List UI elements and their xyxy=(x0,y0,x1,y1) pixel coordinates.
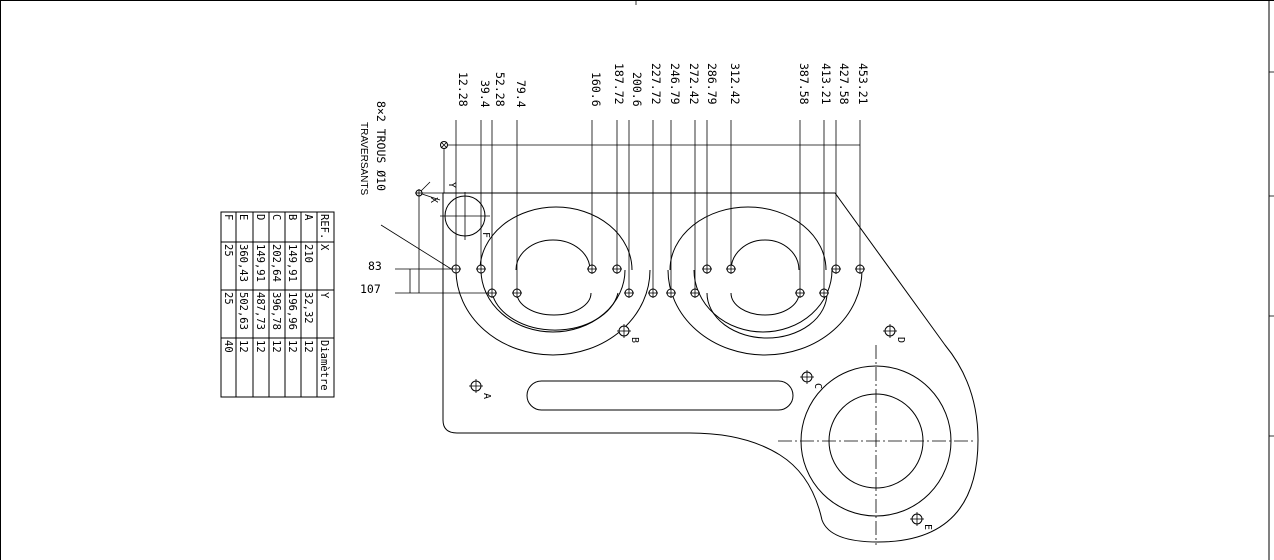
ref-label-b: B xyxy=(629,337,640,343)
table-cell: 12 xyxy=(270,340,282,353)
table-cell: 360,43 xyxy=(237,244,249,282)
dim-text: 387.58 xyxy=(797,63,811,105)
through-hole xyxy=(476,264,486,274)
through-hole xyxy=(795,288,805,298)
table-cell: 149,91 xyxy=(254,244,266,282)
slot-right-arc-outer xyxy=(669,206,827,271)
ref-hole-c: C xyxy=(800,370,823,389)
ref-label-d: D xyxy=(895,337,906,343)
table-cell: 12 xyxy=(237,340,249,353)
slot-left-inner xyxy=(480,269,626,333)
dim-text: 413.21 xyxy=(819,63,833,105)
dim-text: 187.72 xyxy=(612,63,626,105)
table-cell: 12 xyxy=(302,340,314,353)
dim-side-107: 107 xyxy=(360,282,381,296)
slot-left-inner-top xyxy=(515,239,591,271)
ref-hole-e: E xyxy=(910,512,933,530)
oblong-slot xyxy=(526,380,794,411)
through-hole xyxy=(819,288,829,298)
through-holes xyxy=(451,264,865,298)
ref-hole-d: D xyxy=(883,324,906,343)
ref-label-c: C xyxy=(812,383,823,389)
axis-label-x: X xyxy=(428,197,439,203)
dim-text: 286.79 xyxy=(705,63,719,105)
slot-right-inner3 xyxy=(730,292,800,316)
table-cell: 502,63 xyxy=(237,292,249,330)
top-dimensions: 12.28 39.4 52.28 79.4 160.6 187.72 200.6… xyxy=(456,63,870,108)
coordinate-table: REF. X Y Diamètre A 210 32,32 12 B 149,9… xyxy=(220,211,335,398)
table-cell: 32,32 xyxy=(302,292,314,324)
through-hole xyxy=(648,288,658,298)
axis-label-y: Y xyxy=(446,182,457,188)
table-cell: 396,78 xyxy=(270,292,282,330)
dim-text: 246.79 xyxy=(668,63,682,105)
through-hole xyxy=(702,264,712,274)
ref-hole-a: A xyxy=(469,379,492,399)
through-hole xyxy=(612,264,622,274)
note-line-2: TRAVERSANTS xyxy=(358,122,369,195)
slot-right-inner2 xyxy=(706,292,828,339)
dim-text: 12.28 xyxy=(456,72,470,107)
dimension-lines xyxy=(380,120,861,294)
table-cell: 12 xyxy=(254,340,266,353)
dim-text: 427.58 xyxy=(837,63,851,105)
ref-label-f: F xyxy=(480,232,491,238)
table-cell: 25 xyxy=(222,244,234,257)
table-cell: 12 xyxy=(286,340,298,353)
table-header: Y xyxy=(318,292,330,299)
dim-text: 272.42 xyxy=(687,63,701,105)
table-cell: 196,96 xyxy=(286,292,298,330)
ref-label-e: E xyxy=(922,524,933,530)
slot-left-inner2 xyxy=(491,292,619,331)
dim-text: 39.4 xyxy=(478,80,492,108)
through-hole xyxy=(624,288,634,298)
slot-left-inner3 xyxy=(516,292,592,316)
dim-text: 453.21 xyxy=(856,63,870,105)
through-hole xyxy=(831,264,841,274)
table-cell: 149,91 xyxy=(286,244,298,282)
through-hole xyxy=(487,288,497,298)
origin-marker-left xyxy=(415,189,423,197)
through-hole xyxy=(666,288,676,298)
through-hole xyxy=(587,264,597,274)
dim-text: 79.4 xyxy=(514,80,528,108)
through-hole xyxy=(726,264,736,274)
table-cell: 210 xyxy=(302,244,314,263)
table-cell: C xyxy=(270,214,282,220)
table-cell: 487,73 xyxy=(254,292,266,330)
table-cell: A xyxy=(302,214,314,221)
table-header: REF. xyxy=(318,214,330,239)
through-hole xyxy=(451,264,461,274)
table-cell: E xyxy=(237,214,249,220)
slot-right-inner-top xyxy=(730,239,800,271)
table-cell: 40 xyxy=(222,340,234,353)
slot-left-arc-outer xyxy=(479,206,633,271)
through-hole xyxy=(512,288,522,298)
origin-marker-top xyxy=(440,141,448,149)
through-hole xyxy=(855,264,865,274)
table-cell: D xyxy=(254,214,266,220)
dim-text: 312.42 xyxy=(728,63,742,105)
dim-text: 52.28 xyxy=(493,72,507,107)
note-line-1: 8×2 TROUS Ø10 xyxy=(374,101,388,191)
table-cell: F xyxy=(222,214,234,220)
slot-left-outer xyxy=(455,269,651,356)
table-header: X xyxy=(318,244,330,251)
table-cell: B xyxy=(286,214,298,220)
table-cell: 25 xyxy=(222,292,234,305)
dim-text: 200.6 xyxy=(630,72,644,107)
dim-side-83: 83 xyxy=(368,259,382,273)
ref-label-a: A xyxy=(481,393,492,399)
ref-hole-b: B xyxy=(617,324,640,343)
slot-right-inner xyxy=(693,269,833,333)
slot-right-outer xyxy=(667,269,863,356)
table-cell: 202,64 xyxy=(270,244,282,282)
dim-text: 160.6 xyxy=(589,72,603,107)
table-header: Diamètre xyxy=(318,340,330,391)
dim-text: 227.72 xyxy=(649,63,663,105)
part-outline xyxy=(442,192,979,543)
through-hole xyxy=(690,288,700,298)
